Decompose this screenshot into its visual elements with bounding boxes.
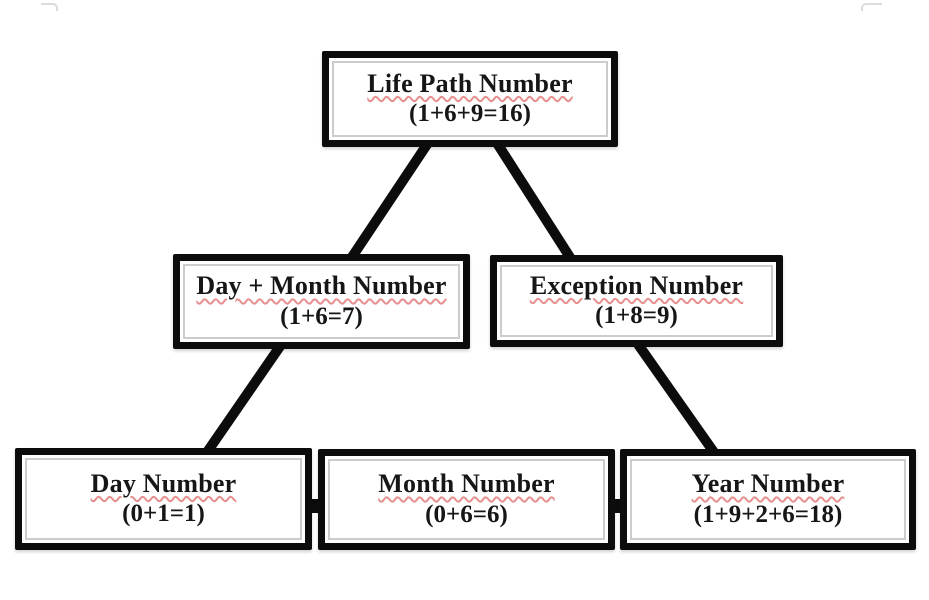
node-formula: (0+1=1) bbox=[122, 500, 205, 528]
node-day-plus-month-number: Day + Month Number (1+6=7) bbox=[173, 254, 470, 349]
node-inner-frame: Year Number (1+9+2+6=18) bbox=[630, 459, 906, 540]
connector-lifepath-to-daymonth bbox=[345, 137, 435, 263]
node-formula: (1+8=9) bbox=[595, 302, 678, 330]
node-title: Day Number bbox=[90, 468, 237, 498]
node-month-number: Month Number (0+6=6) bbox=[318, 449, 615, 550]
node-year-number: Year Number (1+9+2+6=18) bbox=[620, 449, 916, 550]
node-formula: (0+6=6) bbox=[425, 500, 508, 528]
node-title: Month Number bbox=[378, 469, 555, 499]
crop-mark-top-left bbox=[41, 3, 58, 11]
node-inner-frame: Month Number (0+6=6) bbox=[328, 459, 605, 540]
connector-daymonth-to-day bbox=[198, 339, 288, 461]
node-title: Exception Number bbox=[529, 270, 744, 300]
node-formula: (1+6=7) bbox=[280, 302, 363, 330]
node-title: Day + Month Number bbox=[196, 271, 447, 301]
connector-exception-to-year bbox=[630, 337, 723, 461]
node-exception-number: Exception Number (1+8=9) bbox=[490, 255, 783, 347]
node-title: Life Path Number bbox=[367, 68, 573, 98]
node-formula: (1+6+9=16) bbox=[409, 100, 531, 128]
node-day-number: Day Number (0+1=1) bbox=[15, 448, 312, 550]
node-inner-frame: Day + Month Number (1+6=7) bbox=[183, 264, 460, 339]
crop-mark-top-right bbox=[861, 3, 882, 11]
connector-lifepath-to-exception bbox=[490, 137, 578, 265]
node-inner-frame: Life Path Number (1+6+9=16) bbox=[332, 61, 608, 137]
node-inner-frame: Exception Number (1+8=9) bbox=[500, 265, 773, 337]
node-inner-frame: Day Number (0+1=1) bbox=[25, 458, 302, 540]
node-formula: (1+9+2+6=18) bbox=[693, 500, 843, 528]
node-life-path-number: Life Path Number (1+6+9=16) bbox=[322, 51, 618, 147]
node-title: Year Number bbox=[691, 469, 845, 499]
